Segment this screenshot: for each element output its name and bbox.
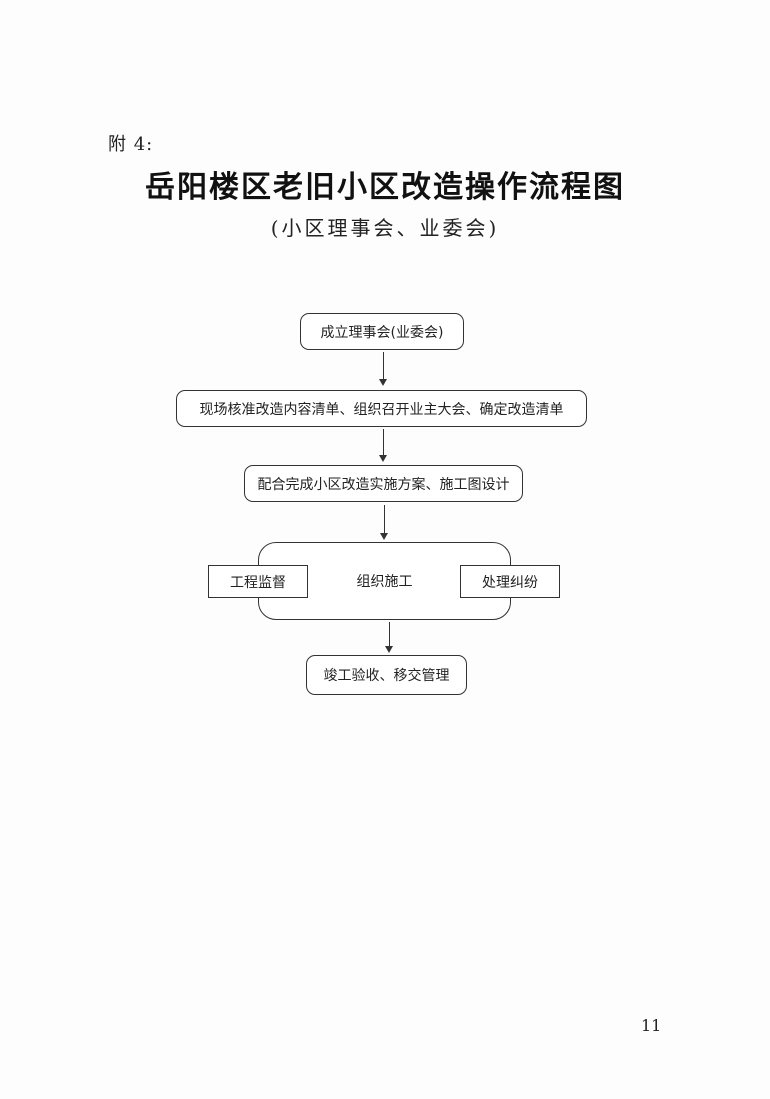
flow-arrow-3 bbox=[379, 505, 389, 540]
flow-arrow-4 bbox=[384, 622, 394, 653]
page-number: 11 bbox=[641, 1016, 662, 1035]
flow-side-dispute-handling: 处理纠纷 bbox=[460, 565, 560, 598]
flow-arrow-2 bbox=[378, 429, 388, 462]
flow-step-design-plan: 配合完成小区改造实施方案、施工图设计 bbox=[244, 465, 523, 502]
flow-arrow-1 bbox=[378, 352, 388, 386]
page-subtitle: (小区理事会、业委会) bbox=[270, 216, 500, 240]
flow-step-acceptance-handover: 竣工验收、移交管理 bbox=[306, 655, 467, 695]
flow-step-verify-renovation-list: 现场核准改造内容清单、组织召开业主大会、确定改造清单 bbox=[176, 390, 587, 427]
attachment-label: 附 4: bbox=[108, 134, 154, 155]
flow-side-supervision: 工程监督 bbox=[208, 565, 308, 598]
flow-step-establish-council: 成立理事会(业委会) bbox=[300, 313, 464, 350]
page-title: 岳阳楼区老旧小区改造操作流程图 bbox=[145, 170, 625, 205]
